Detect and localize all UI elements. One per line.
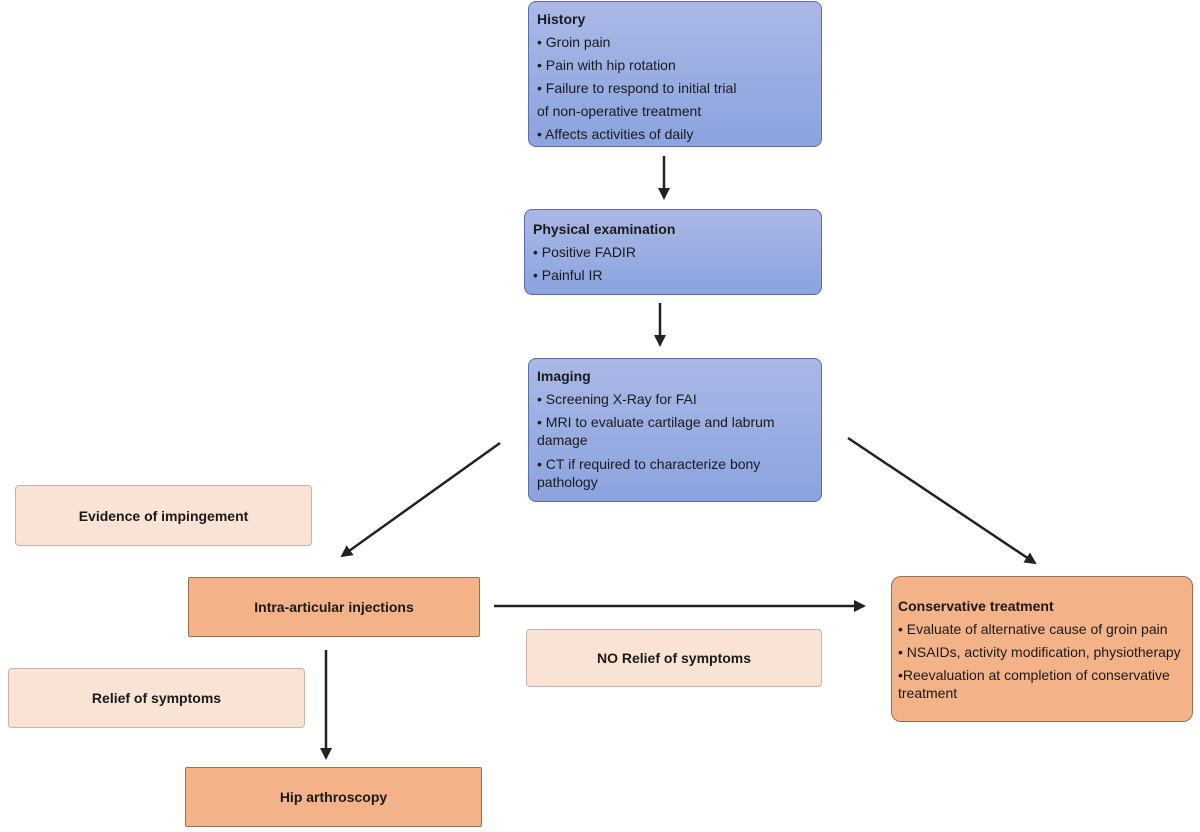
intra-articular-injections-box: Intra-articular injections	[188, 577, 480, 637]
relief-of-symptoms-box: Relief of symptoms	[8, 668, 305, 728]
imaging-item: • CT if required to characterize bony pa…	[537, 456, 761, 490]
arrow-imaging-to-injections	[340, 441, 501, 558]
arthroscopy-label: Hip arthroscopy	[279, 789, 388, 805]
physical-exam-box: Physical examination • Positive FADIR • …	[524, 209, 822, 295]
imaging-item: • MRI to evaluate cartilage and labrum d…	[537, 414, 775, 448]
history-item: • Pain with hip rotation	[537, 57, 676, 73]
conservative-item: •Reevaluation at completion of conservat…	[898, 667, 1170, 701]
history-box: History • Groin pain • Pain with hip rot…	[528, 1, 822, 147]
physical-exam-item: • Positive FADIR	[533, 244, 636, 260]
imaging-box: Imaging • Screening X-Ray for FAI • MRI …	[528, 358, 822, 502]
conservative-item: • Evaluate of alternative cause of groin…	[898, 621, 1168, 637]
history-item: • Groin pain	[537, 34, 611, 50]
injections-label: Intra-articular injections	[254, 599, 414, 615]
history-item: • Failure to respond to initial trial	[537, 80, 737, 96]
conservative-title: Conservative treatment	[898, 598, 1054, 614]
physical-exam-title: Physical examination	[533, 221, 676, 237]
history-title: History	[537, 11, 586, 27]
no-relief-label: NO Relief of symptoms	[596, 650, 752, 666]
history-item: of non-operative treatment	[537, 103, 702, 119]
physical-exam-item: • Painful IR	[533, 267, 603, 283]
relief-label: Relief of symptoms	[91, 690, 222, 706]
history-item: • Affects activities of daily	[537, 126, 694, 142]
conservative-item: • NSAIDs, activity modification, physiot…	[898, 644, 1181, 660]
conservative-treatment-box: Conservative treatment • Evaluate of alt…	[891, 576, 1193, 722]
imaging-title: Imaging	[537, 368, 591, 384]
evidence-label: Evidence of impingement	[78, 507, 249, 524]
imaging-item: • Screening X-Ray for FAI	[537, 391, 697, 407]
hip-arthroscopy-box: Hip arthroscopy	[185, 767, 482, 827]
no-relief-of-symptoms-box: NO Relief of symptoms	[526, 629, 822, 687]
evidence-of-impingement-box: Evidence of impingement	[15, 485, 312, 546]
arrow-imaging-to-conservative	[847, 436, 1037, 565]
